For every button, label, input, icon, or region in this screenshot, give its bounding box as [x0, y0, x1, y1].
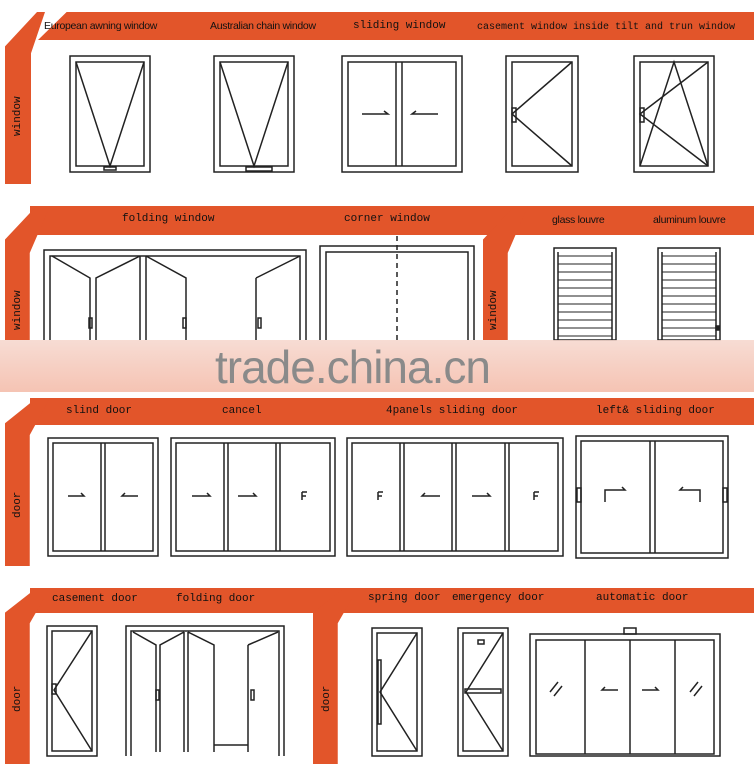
label-european-awning-window: European awning window	[44, 20, 158, 32]
cancel-door-drawing	[170, 437, 336, 557]
label-emergency-door: emergency door	[452, 592, 545, 604]
label-spring-door: spring door	[368, 592, 441, 604]
label-left-sliding-door: left& sliding door	[596, 405, 715, 417]
label-cancel: cancel	[222, 405, 262, 417]
watermark-band	[0, 340, 754, 392]
label-glass-louvre: glass louvre	[552, 214, 605, 226]
left-sliding-door-drawing	[575, 435, 729, 559]
corner-window-drawing	[319, 236, 475, 340]
label-aluminum-louvre: aluminum louvre	[653, 214, 726, 226]
row4-top-band	[30, 588, 754, 613]
folding-window-drawing	[43, 249, 307, 340]
european-awning-window-drawing	[69, 55, 151, 173]
label-casement-tilt-turn-window: casement window inside tilt and trun win…	[477, 22, 736, 33]
sliding-window-drawing	[341, 55, 463, 173]
automatic-door-drawing	[529, 627, 721, 757]
casement-window-drawing	[505, 55, 579, 173]
row3-top-band	[30, 398, 754, 425]
label-casement-door: casement door	[52, 593, 138, 605]
label-automatic-door: automatic door	[596, 592, 689, 604]
glass-louvre-drawing	[553, 247, 617, 341]
label-australian-chain-window: Australian chain window	[210, 20, 316, 32]
watermark-text: trade.china.cn	[215, 341, 491, 393]
casement-door-drawing	[46, 625, 98, 757]
row2-top-band	[30, 206, 754, 235]
emergency-door-drawing	[457, 627, 509, 757]
folding-door-drawing	[125, 625, 285, 756]
slind-door-drawing	[47, 437, 159, 557]
tilt-turn-window-drawing	[633, 55, 715, 173]
label-folding-window: folding window	[122, 213, 215, 225]
row1-top-band	[38, 12, 754, 40]
label-folding-door: folding door	[176, 593, 256, 605]
aluminum-louvre-drawing	[657, 247, 721, 341]
4panels-sliding-door-drawing	[346, 437, 564, 557]
label-sliding-window: sliding window	[353, 20, 446, 32]
label-4panels-sliding-door: 4panels sliding door	[386, 405, 519, 417]
label-corner-window: corner window	[344, 213, 430, 225]
label-slind-door: slind door	[66, 405, 133, 417]
spring-door-drawing	[371, 627, 423, 757]
australian-chain-window-drawing	[213, 55, 295, 173]
